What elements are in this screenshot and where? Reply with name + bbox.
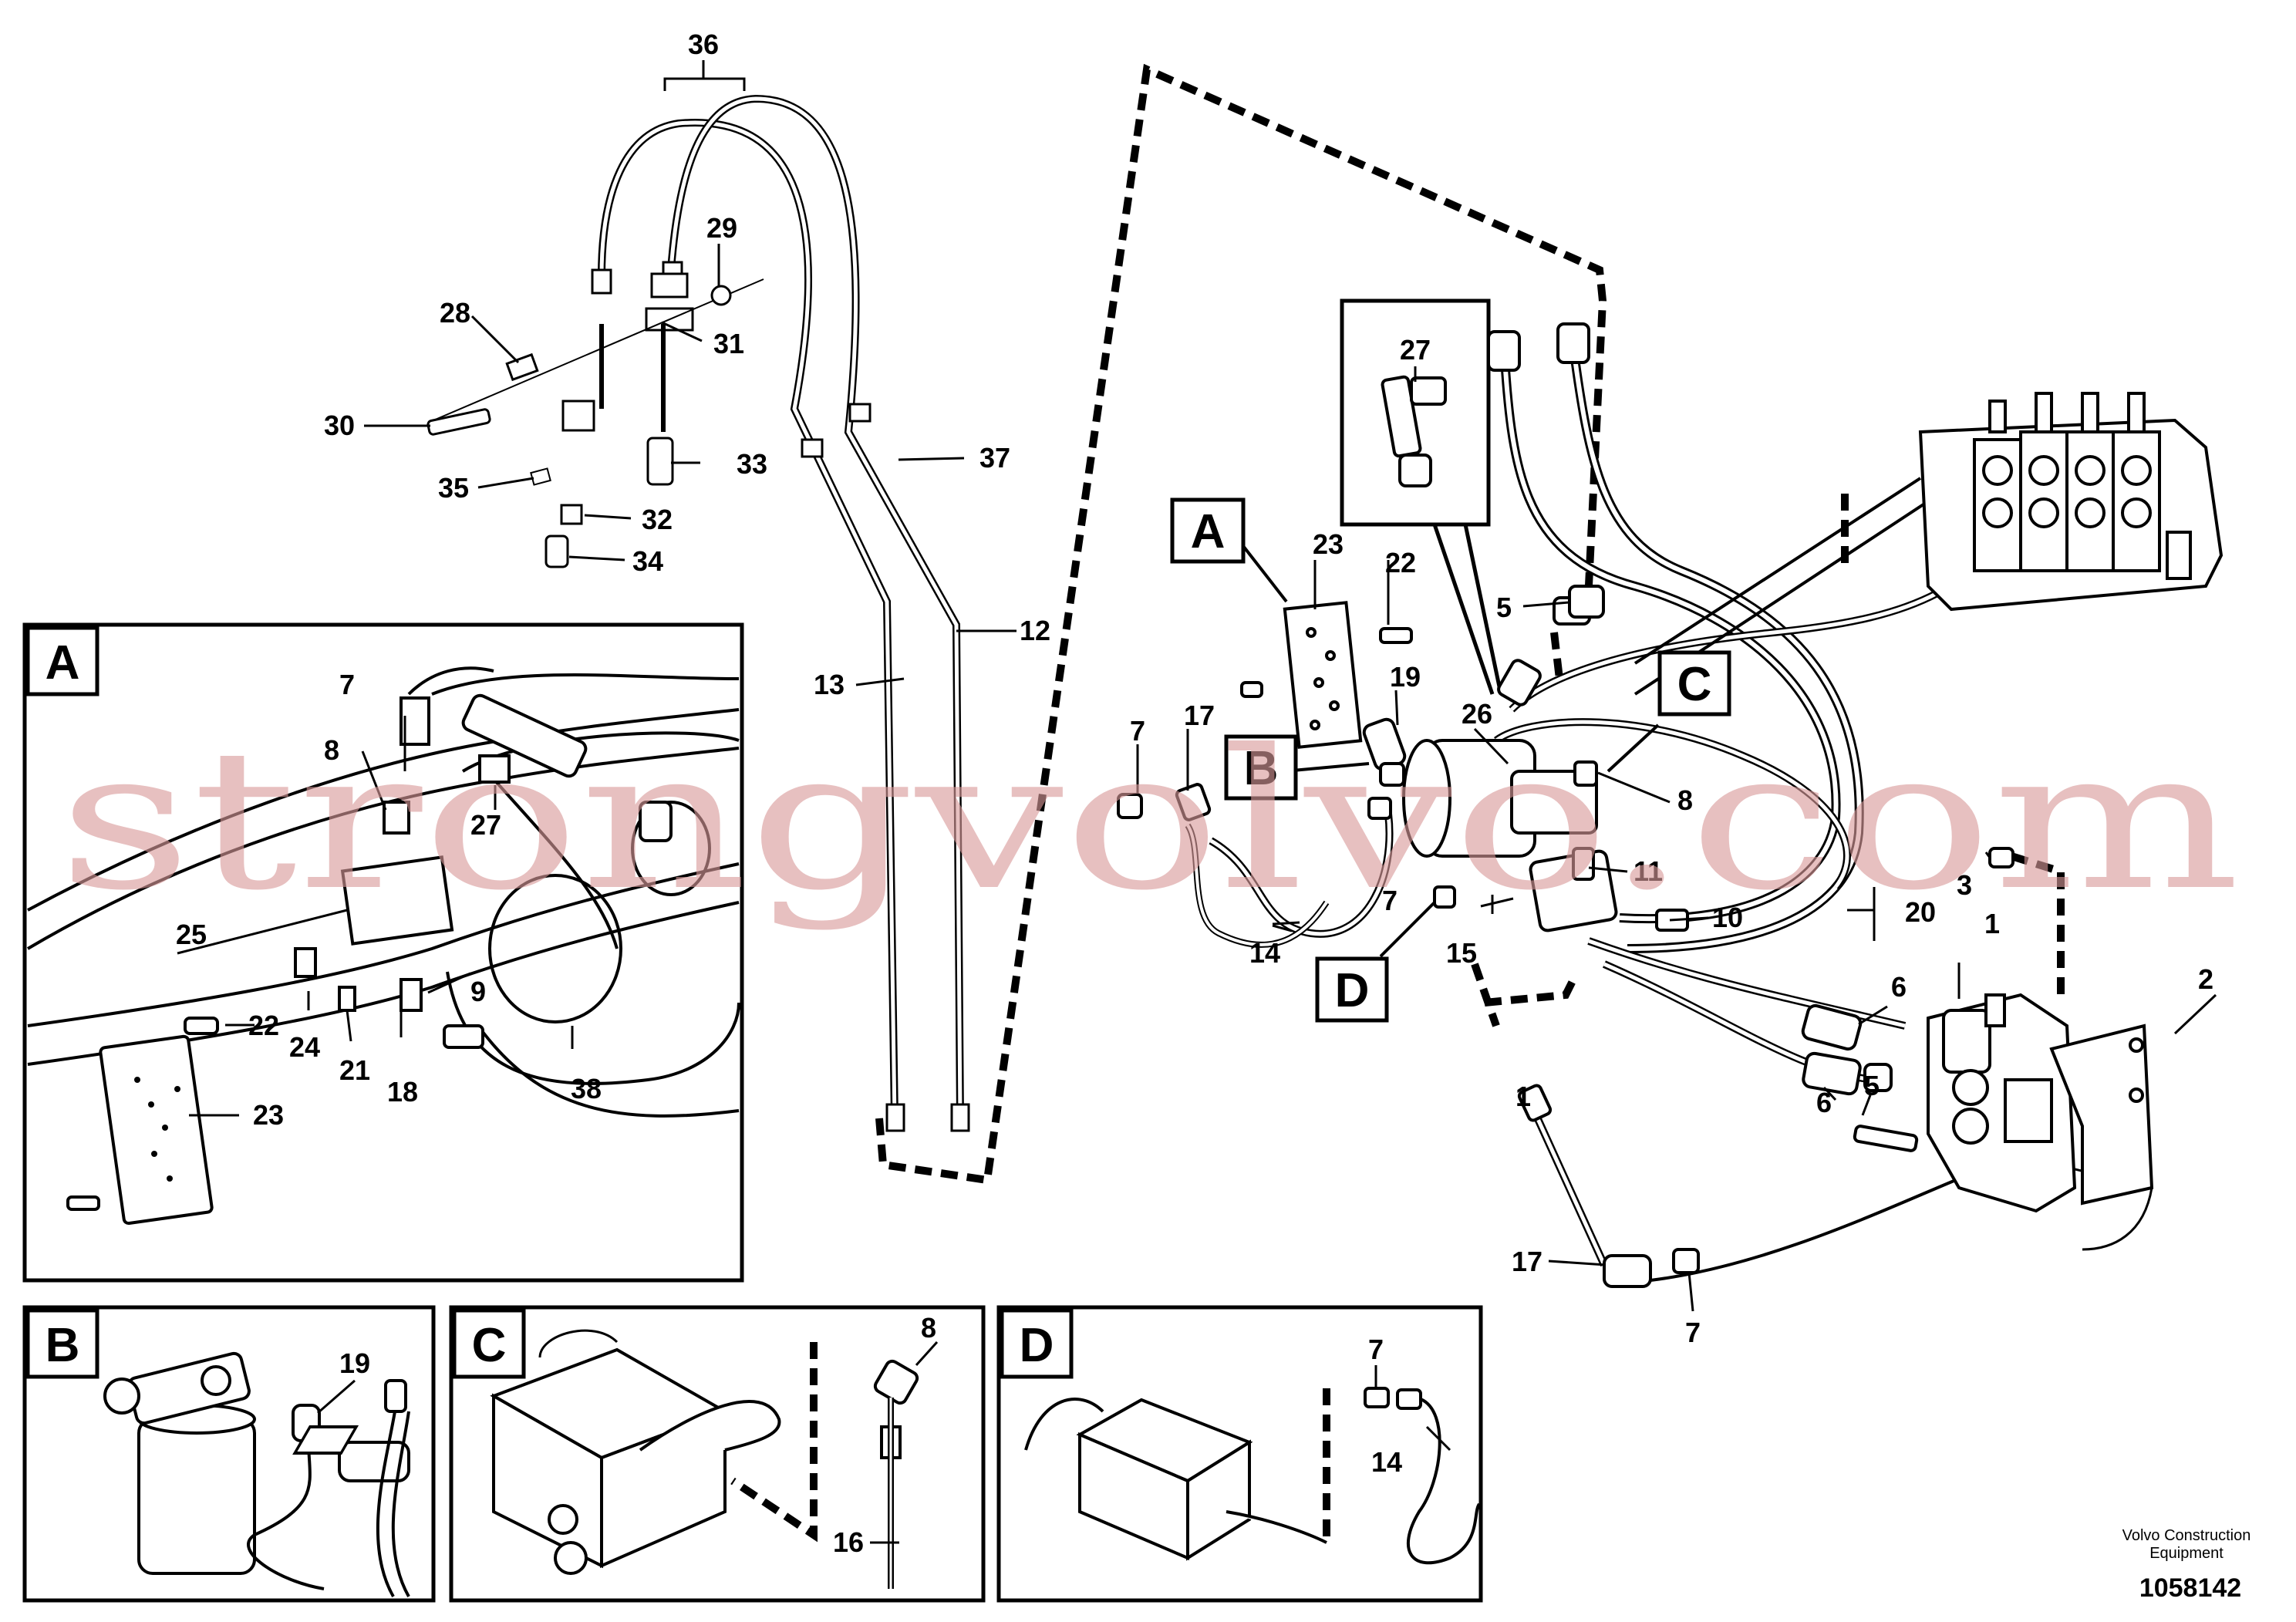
callout-pointers [1242, 545, 1660, 958]
part-label-26: 26 [1462, 698, 1492, 730]
part-label-d-7: 7 [1368, 1334, 1384, 1365]
part-label-1-right: 1 [1984, 908, 2000, 939]
part-label-5-bottom: 5 [1864, 1070, 1880, 1101]
manufacturer-line-1: Volvo Construction [2122, 1527, 2251, 1544]
part-label-28: 28 [440, 297, 470, 329]
part-label-20: 20 [1905, 896, 1936, 928]
part-label-box-27: 27 [1400, 334, 1431, 366]
part-label-32: 32 [642, 504, 673, 535]
part-label-29: 29 [706, 212, 737, 244]
detail-c-letter: C [472, 1319, 507, 1372]
detail-b-panel [22, 1305, 436, 1603]
part-label-34: 34 [632, 545, 663, 577]
manufacturer-line-2: Equipment [2149, 1545, 2224, 1562]
drawing-number: 1058142 [2139, 1573, 2242, 1603]
callout-label-d-main: D [1335, 964, 1370, 1017]
hose-assembly-36 [426, 60, 970, 1132]
detail-b-letter: B [46, 1319, 80, 1372]
part-label-8: 8 [1677, 784, 1693, 816]
part-label-6-top: 6 [1891, 971, 1907, 1003]
boundary-dashed-top [875, 63, 1607, 1185]
part-label-33: 33 [737, 448, 767, 480]
part-label-a-21: 21 [339, 1054, 370, 1086]
part-label-6-bottom: 6 [1816, 1087, 1832, 1118]
part-label-a-22: 22 [248, 1010, 279, 1041]
part-label-c-8: 8 [921, 1312, 936, 1344]
part-label-14: 14 [1249, 937, 1280, 969]
part-label-12: 12 [1020, 615, 1050, 646]
part-label-a-9: 9 [470, 976, 486, 1007]
manufacturer-credit: Volvo Construction Equipment [2090, 1527, 2283, 1563]
part-label-a-18: 18 [387, 1076, 418, 1108]
part-label-a-23: 23 [253, 1099, 284, 1131]
callout-label-b-main: B [1244, 742, 1279, 795]
callout-label-c-main: C [1677, 658, 1712, 711]
detail-a-panel [22, 622, 744, 1283]
callout-label-a-main: A [1191, 505, 1226, 558]
part-label-2: 2 [2198, 963, 2213, 995]
part-label-17-top: 17 [1184, 700, 1215, 731]
part-label-35: 35 [438, 472, 469, 504]
watermark-text: strongvolvo.com [58, 708, 2240, 932]
callout-box-d-main: D [1315, 956, 1389, 1023]
part-label-15: 15 [1446, 937, 1477, 969]
part-label-a-7: 7 [339, 669, 355, 700]
detail-27-box [1340, 298, 1502, 695]
part-label-7-bottom: 7 [1685, 1317, 1701, 1348]
part-label-c-16: 16 [833, 1526, 864, 1558]
detail-c-panel [449, 1305, 986, 1603]
part-label-23: 23 [1313, 528, 1344, 560]
part-label-a-25: 25 [176, 919, 207, 950]
part-label-7-left: 7 [1130, 715, 1145, 747]
main-assembly-solids [1117, 322, 2224, 1288]
part-label-d-14: 14 [1371, 1446, 1402, 1478]
part-label-5-top: 5 [1496, 592, 1512, 623]
part-label-11: 11 [1633, 855, 1663, 887]
part-label-3: 3 [1957, 869, 1972, 901]
callout-box-a-main: A [1170, 497, 1246, 564]
leaders-top [364, 244, 1017, 686]
part-labels: 36 29 28 31 30 33 35 32 34 37 12 13 7 8 … [176, 29, 2213, 1558]
detail-d-letter: D [1020, 1319, 1054, 1372]
callout-box-b-main: B [1224, 734, 1298, 801]
detail-a-letter: A [46, 636, 80, 690]
part-label-7-mid: 7 [1382, 885, 1397, 916]
leaders-right [1136, 560, 2217, 1312]
part-label-31: 31 [713, 328, 744, 359]
part-label-19: 19 [1390, 661, 1421, 693]
detail-d-panel [292, 1305, 1483, 1603]
part-label-a-38: 38 [571, 1073, 602, 1104]
part-label-22: 22 [1385, 547, 1416, 578]
part-label-a-27: 27 [470, 809, 501, 841]
part-label-30: 30 [324, 410, 355, 441]
part-label-1-left: 1 [1515, 1081, 1531, 1112]
part-label-13: 13 [814, 669, 845, 700]
part-label-37: 37 [979, 442, 1010, 474]
part-label-36: 36 [688, 29, 719, 60]
part-label-b-19: 19 [339, 1347, 370, 1379]
part-label-17-bottom: 17 [1512, 1246, 1542, 1277]
part-label-a-8: 8 [324, 734, 339, 766]
part-label-10: 10 [1712, 902, 1743, 933]
callout-box-c-main: C [1657, 650, 1731, 717]
part-label-a-24: 24 [289, 1031, 320, 1063]
